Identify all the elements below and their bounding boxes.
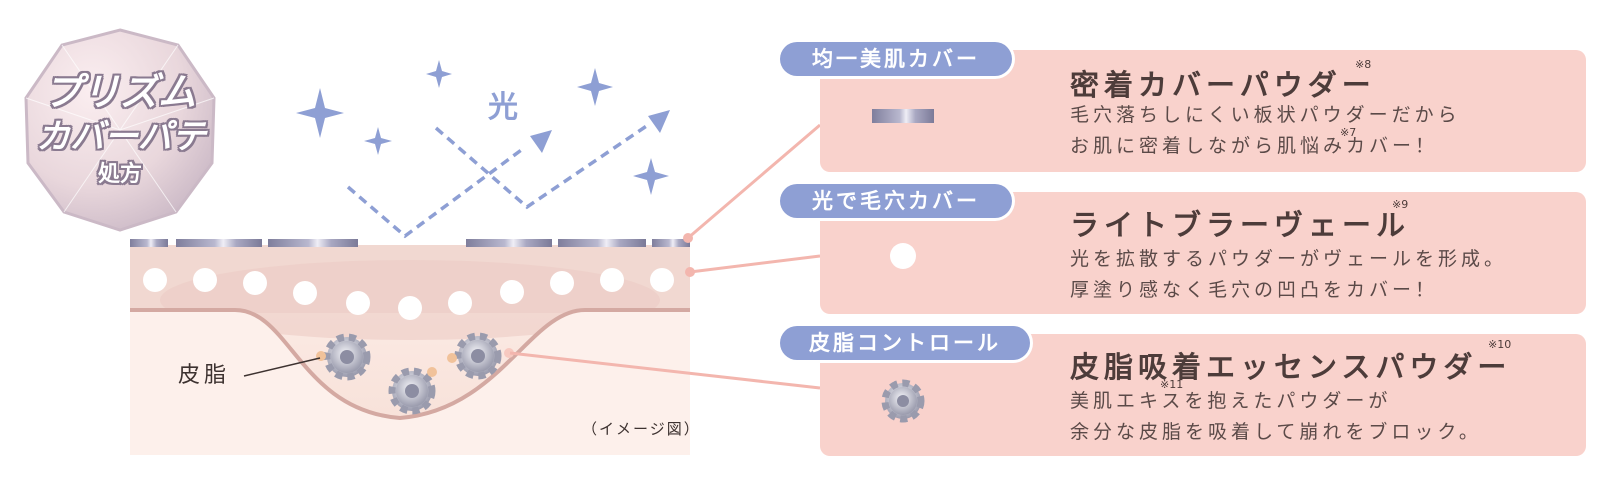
plate-powder-row (130, 239, 690, 247)
badge-line-3: 処方 (97, 162, 142, 187)
light-arrows (346, 123, 649, 239)
pore-outline (130, 308, 690, 421)
desc-line-2: お肌に密着しながら肌悩みカバー！ (1070, 135, 1439, 157)
sebum-leader-line (243, 357, 321, 377)
panel-description: 毛穴落ちしにくい板状パウダーだから お肌に密着しながら肌悩みカバー！ (1070, 100, 1461, 162)
panel-description: 美肌エキスを抱えたパウダーが 余分な皮脂を吸着して崩れをブロック。 (1070, 386, 1482, 448)
panel-title: ライトブラーヴェール (1070, 208, 1411, 242)
panel-title-note: ※8 (1355, 58, 1372, 71)
panel-title-note: ※9 (1392, 198, 1409, 211)
connector-lines (509, 123, 821, 390)
sphere-powder-icon (889, 242, 917, 274)
sphere-powder-row (143, 268, 674, 320)
desc-line-2: 厚塗り感なく毛穴の凹凸をカバー！ (1070, 279, 1439, 301)
sebum-label: 皮脂 (178, 363, 231, 388)
plate-powder-icon (872, 108, 934, 127)
pore-area (130, 310, 690, 455)
tag-sebum-control: 皮脂コントロール (780, 326, 1030, 360)
arrow-head-1 (530, 130, 552, 153)
gear-powder-group (316, 332, 514, 415)
arrow-head-2 (648, 110, 670, 133)
panel-title: 皮脂吸着エッセンスパウダー (1070, 350, 1512, 384)
desc-line-2: 余分な皮脂を吸着して崩れをブロック。 (1070, 421, 1482, 443)
panel-title-note: ※10 (1488, 338, 1512, 351)
gear-powder-icon (878, 376, 928, 430)
desc-line-1: 光を拡散するパウダーがヴェールを形成。 (1070, 248, 1508, 270)
tag-light-pore-cover: 光で毛穴カバー (780, 184, 1012, 218)
tag-uniform-skin-cover: 均一美肌カバー (780, 42, 1012, 76)
inline-note: ※11 (1160, 378, 1184, 391)
sparkles (296, 60, 669, 195)
panel-description: 光を拡散するパウダーがヴェールを形成。 厚塗り感なく毛穴の凹凸をカバー！ (1070, 244, 1507, 306)
badge-line-2: カバーパテ (36, 117, 206, 157)
inline-note: ※7 (1340, 126, 1357, 139)
light-label: 光 (488, 90, 518, 125)
desc-line-1: 毛穴落ちしにくい板状パウダーだから (1070, 104, 1461, 126)
desc-line-1: 美肌エキスを抱えたパウダーが (1070, 390, 1392, 412)
panel-title: 密着カバーパウダー (1070, 68, 1376, 102)
image-caption: （イメージ図） (582, 420, 701, 438)
badge-line-1: プリズム (43, 70, 196, 114)
